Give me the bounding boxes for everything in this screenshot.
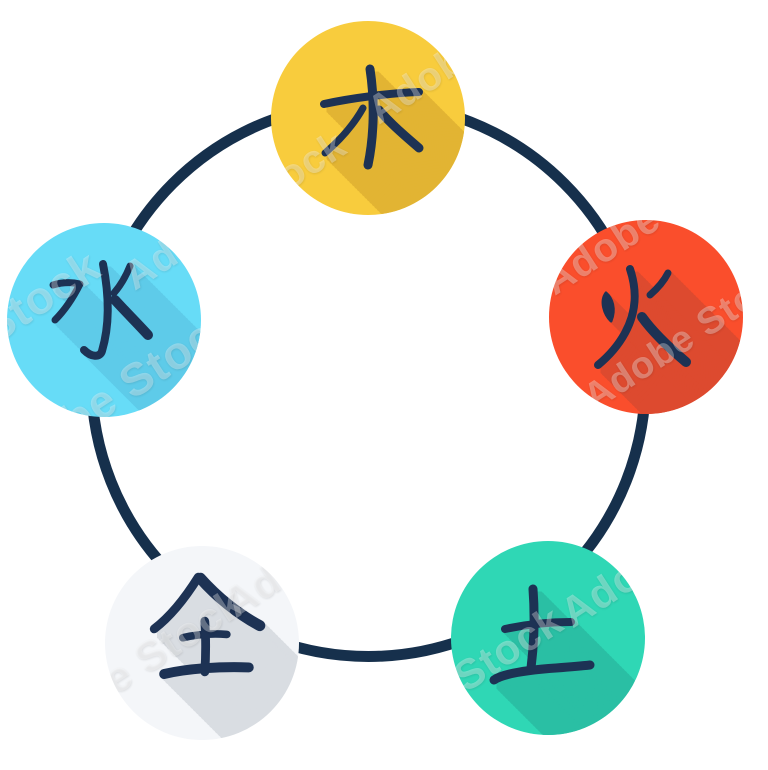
kanji-fire-icon	[549, 220, 743, 414]
kanji-wood-icon	[271, 21, 465, 215]
kanji-water-icon	[7, 223, 201, 417]
kanji-metal-icon	[105, 546, 299, 740]
kanji-earth-icon	[451, 541, 645, 735]
